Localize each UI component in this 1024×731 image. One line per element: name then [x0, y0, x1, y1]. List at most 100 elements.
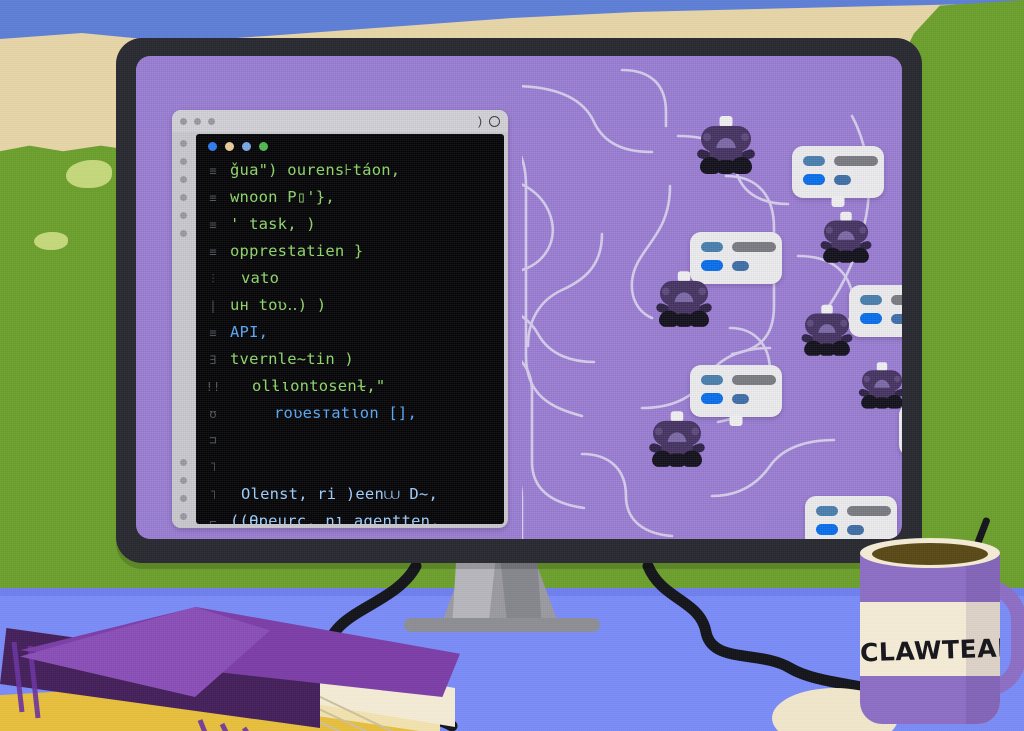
bot-claw-right [850, 247, 869, 263]
code-gutter-mark: ∃ [209, 353, 217, 367]
code-token: olƚιontosenɫ," [252, 377, 386, 395]
window-dot-icon[interactable] [194, 117, 201, 125]
sidebar-dot-icon [179, 212, 187, 219]
agent-network-graph [522, 56, 902, 539]
bot-eye-right [741, 133, 749, 141]
sidebar-dot-icon [179, 176, 187, 183]
agent-node-card[interactable] [849, 285, 902, 337]
code-line-text: opprestatien } [230, 238, 363, 265]
claw-bot-mascot [800, 304, 854, 360]
bot-plug-icon [840, 211, 852, 222]
code-line: ≡ ' task, ) [196, 211, 504, 238]
node-secondary-pill [834, 174, 851, 185]
code-gutter-mark: ˥ [209, 488, 217, 502]
bot-legs [837, 250, 855, 263]
bot-eye-right [698, 287, 707, 296]
bot-plug-icon [677, 271, 691, 282]
bot-eye-left [825, 226, 833, 234]
bot-eye-left [654, 427, 663, 436]
sidebar-dot-icon [179, 513, 187, 520]
mug-band-bottom [860, 676, 1000, 724]
bot-eye-right [859, 226, 867, 234]
code-gutter-mark: ≡ [209, 218, 217, 232]
agent-node-card[interactable] [792, 146, 884, 207]
window-dot-icon[interactable] [180, 117, 187, 125]
tab-dot-icon[interactable] [259, 142, 268, 151]
bot-eye-right [894, 375, 901, 383]
node-active-pill [860, 313, 882, 324]
tab-dot-icon[interactable] [242, 142, 251, 151]
code-window-sidebar [172, 132, 194, 528]
window-control-dots[interactable] [180, 117, 215, 125]
code-text-area[interactable]: ≡ ǧua") ourens⊦táon, ≡ wnoon P▯'}, ≡ ' task, … [196, 155, 504, 524]
code-line: |uн toʋ‥) ) [196, 292, 504, 319]
bot-claw-right [886, 395, 902, 409]
paren-mark-icon: ) [478, 114, 482, 128]
node-title-bar [732, 375, 776, 385]
code-line-text: vato [230, 265, 279, 292]
agent-node-card[interactable] [690, 365, 782, 426]
window-dot-icon[interactable] [208, 117, 215, 125]
window-right-marks: ) [478, 115, 500, 127]
circle-mark-icon [489, 115, 500, 127]
code-line: ≡ ǧua") ourens⊦táon, [196, 157, 504, 184]
mug-body: CLAWTEAM [860, 548, 1000, 724]
bot-claw-right [681, 450, 702, 467]
bot-plug-icon [876, 362, 888, 371]
code-token: ((Ѳpeurc, nι agentten, [230, 512, 440, 524]
code-gutter-mark: ⫶ [211, 272, 215, 286]
bot-eye-left [661, 287, 670, 296]
node-connector-plug [831, 196, 845, 207]
bot-plug-icon [719, 116, 733, 127]
code-gutter-mark: ≡ [209, 164, 217, 178]
bot-legs [716, 160, 736, 174]
code-token: ' task, ) [230, 215, 316, 233]
code-line: ʊ roʋesтatιon [], [196, 400, 504, 427]
node-title-bar [834, 156, 878, 166]
code-gutter-mark: ʊ [209, 407, 217, 421]
monitor-stand-highlight [452, 556, 496, 628]
bot-eye-left [863, 375, 870, 383]
code-token: roʋesтatιon [], [274, 404, 417, 422]
tab-dot-icon[interactable] [225, 142, 234, 151]
code-token: opprestatien } [230, 242, 364, 260]
agent-node-card[interactable] [690, 232, 782, 284]
code-gutter-mark: ≡ [209, 245, 217, 259]
grass-patch [34, 232, 68, 250]
code-window-titlebar: ) [172, 110, 508, 132]
node-status-pill [816, 506, 838, 516]
code-line-text: ' task, ) [230, 211, 316, 238]
claw-bot-mascot [648, 411, 706, 471]
bot-plug-icon [670, 411, 684, 422]
code-editor-pane[interactable]: ≡ ǧua") ourens⊦táon, ≡ wnoon P▯'}, ≡ ' task, … [196, 134, 504, 524]
coffee-surface [872, 543, 988, 565]
agent-node-card[interactable] [899, 404, 902, 456]
code-line-text: ǧua") ourens⊦táon, [230, 157, 400, 184]
monitor-screen: ) [136, 56, 902, 539]
tab-dot-icon[interactable] [208, 142, 217, 151]
bot-claw-left [659, 310, 680, 327]
code-line: ⌐((Ѳpeurc, nι agentten, [196, 508, 504, 524]
code-line-text: API, [230, 319, 268, 346]
node-title-bar [732, 242, 776, 252]
monitor-stand-base [404, 618, 600, 632]
code-gutter-mark: ǃ! [205, 380, 221, 394]
coffee-mug: CLAWTEAM [852, 516, 1024, 731]
node-status-pill [860, 295, 882, 305]
bot-claw-left [823, 247, 842, 263]
bot-claw-left [700, 157, 721, 174]
agent-node-card[interactable] [805, 496, 897, 539]
code-line-text: ((Ѳpeurc, nι agentten, [230, 508, 440, 524]
node-active-pill [803, 174, 825, 185]
bot-claw-right [831, 340, 850, 356]
sidebar-dot-icon [179, 459, 187, 466]
node-active-pill [701, 260, 723, 271]
code-editor-window[interactable]: ) [172, 110, 508, 528]
code-line-text: Olenst, ri )een⩊ D~, [230, 481, 438, 508]
code-token: wnoon P▯'}, [230, 188, 335, 206]
code-line: ≡API, [196, 319, 504, 346]
node-secondary-pill [732, 260, 749, 271]
code-line: ⊐ [196, 427, 504, 454]
editor-tab-dots [196, 134, 504, 155]
